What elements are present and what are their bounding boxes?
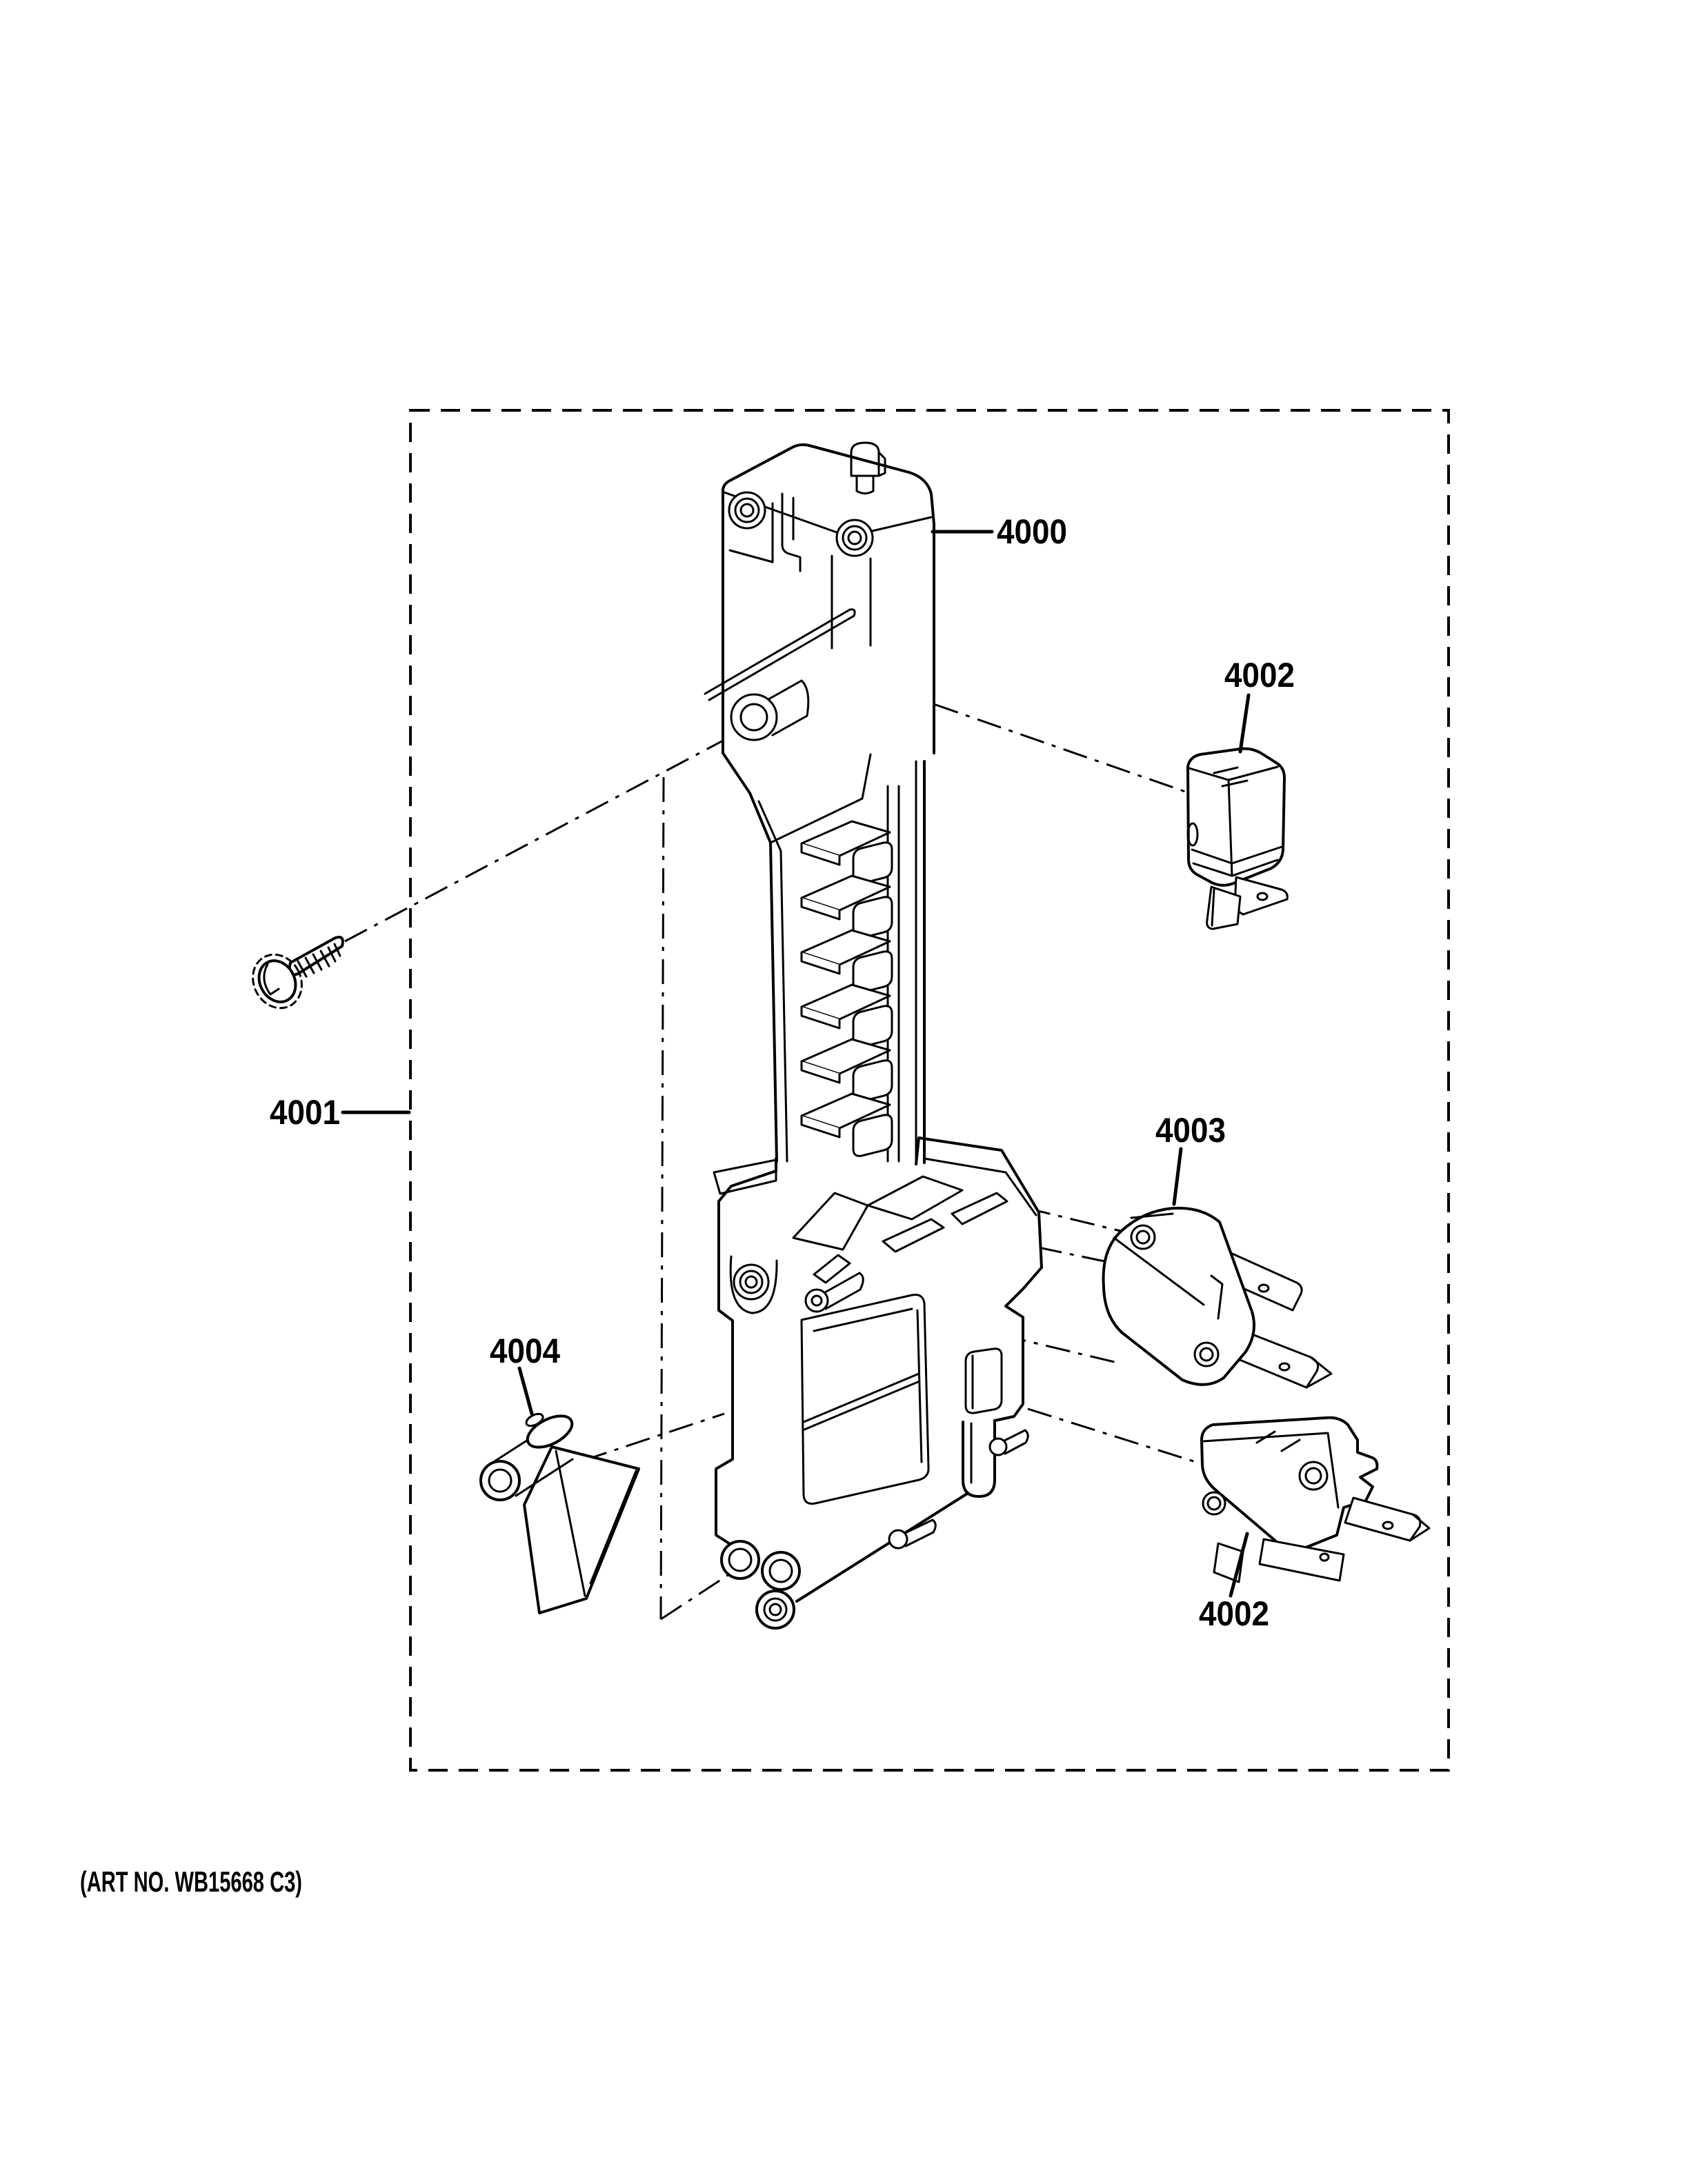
terminal-hole-upper [1257, 1283, 1270, 1293]
assembly-boundary-box [409, 409, 1450, 1772]
interlock-switch [1102, 1206, 1333, 1389]
left-wing-plate [713, 1159, 777, 1195]
terminal-hole-bottom [1319, 1552, 1330, 1562]
switch-vent-slots [1255, 1430, 1301, 1452]
right-foot [962, 1419, 996, 1498]
top-left-boss [728, 491, 774, 563]
side-slot [964, 1348, 1003, 1414]
terminal-tip [1409, 1513, 1431, 1542]
terminal-tab [1206, 885, 1242, 930]
latch-board [704, 441, 1043, 1630]
vertical-centerline [659, 777, 665, 1620]
callout-4000: 4000 [997, 512, 1067, 551]
mount-hole-top-inner [1135, 1230, 1151, 1245]
lever-blade [523, 1445, 640, 1614]
terminal-hole-right [1382, 1521, 1394, 1530]
screw-head-mark [263, 963, 280, 996]
top-block-channels [781, 492, 872, 650]
leader-4004 [517, 1366, 534, 1416]
terminal-blade [1233, 876, 1289, 916]
ladder-column [722, 752, 926, 1164]
lever-flange [526, 1414, 574, 1449]
pivot-ring [729, 1255, 778, 1314]
spring-brace [802, 1372, 921, 1431]
bottom-switch-line [1027, 1407, 1201, 1465]
latch-lever [479, 1412, 640, 1614]
mount-hole-bottom [1193, 1341, 1220, 1367]
wing-inner-edge [923, 1157, 1037, 1216]
art-number: (ART NO. WB15668 C3) [80, 1865, 302, 1898]
screw-threads [297, 943, 341, 978]
terminal-hole [1256, 892, 1269, 901]
bottom-rollers [720, 1540, 801, 1630]
dashed-boundary-rect [409, 409, 1450, 1772]
lever-stub [525, 1412, 544, 1427]
leader-4002-bottom [1229, 1532, 1249, 1598]
leader-4003 [1172, 1147, 1183, 1206]
callout-4002-bottom: 4002 [1199, 1594, 1269, 1633]
mount-hole-right [1298, 1461, 1329, 1491]
mount-hole-left-inner [1206, 1496, 1222, 1511]
screw-star-washer [252, 953, 303, 1010]
terminal-tab-fold [1211, 888, 1215, 927]
switch-ribs [1191, 845, 1283, 877]
lower-block [713, 1136, 1043, 1630]
monitor-switch-top [1186, 747, 1289, 930]
side-pegs [888, 1429, 1029, 1550]
lower-block-right-edge [915, 1136, 1043, 1422]
lever-blade-folds [555, 1450, 637, 1597]
top-right-boss [835, 519, 874, 557]
callout-4001: 4001 [270, 1093, 340, 1132]
bottom-edge [795, 1492, 968, 1603]
mount-hole-bottom-inner [1199, 1347, 1214, 1362]
lower-block-left-edge [715, 1157, 777, 1574]
mount-hole-top [1130, 1224, 1156, 1250]
monitor-switch-bottom [1200, 1416, 1431, 1583]
center-cavity [800, 1294, 930, 1505]
lever-bore-outer [479, 1460, 521, 1501]
switch-body [1102, 1206, 1255, 1386]
switch-vent-slots [1213, 766, 1249, 788]
switch-step [1210, 1274, 1224, 1320]
callouts: 4000 4001 4002 4003 4004 4002 [270, 512, 1295, 1633]
mount-hole-left [1202, 1491, 1226, 1516]
switch-side-hole [1186, 822, 1199, 847]
callout-4003: 4003 [1155, 1111, 1226, 1150]
terminal-tab-bottom [1258, 1538, 1345, 1582]
lever-line [582, 1412, 725, 1462]
mounting-screw [252, 935, 344, 1010]
front-cylinder [804, 1272, 864, 1313]
latch-spring-rod [704, 608, 856, 701]
callout-4002-top: 4002 [1224, 656, 1295, 694]
top-block-outline [722, 443, 935, 754]
switch-face-edges [1113, 1212, 1205, 1306]
terminal-hole-lower [1278, 1362, 1291, 1372]
callout-4004: 4004 [490, 1332, 560, 1370]
terminal-tip [1305, 1356, 1333, 1389]
screw-axis-line [344, 733, 735, 943]
lever-bore-inner [488, 1468, 513, 1493]
leader-4002-top [1238, 693, 1251, 754]
switch-corner-edge [1227, 779, 1233, 877]
mount-hole-right-inner [1304, 1467, 1322, 1485]
latch-hooks [792, 1175, 1008, 1284]
terminal-blade-right [1344, 1496, 1422, 1542]
switch-body [1200, 1416, 1379, 1552]
screw-boss [730, 679, 810, 741]
